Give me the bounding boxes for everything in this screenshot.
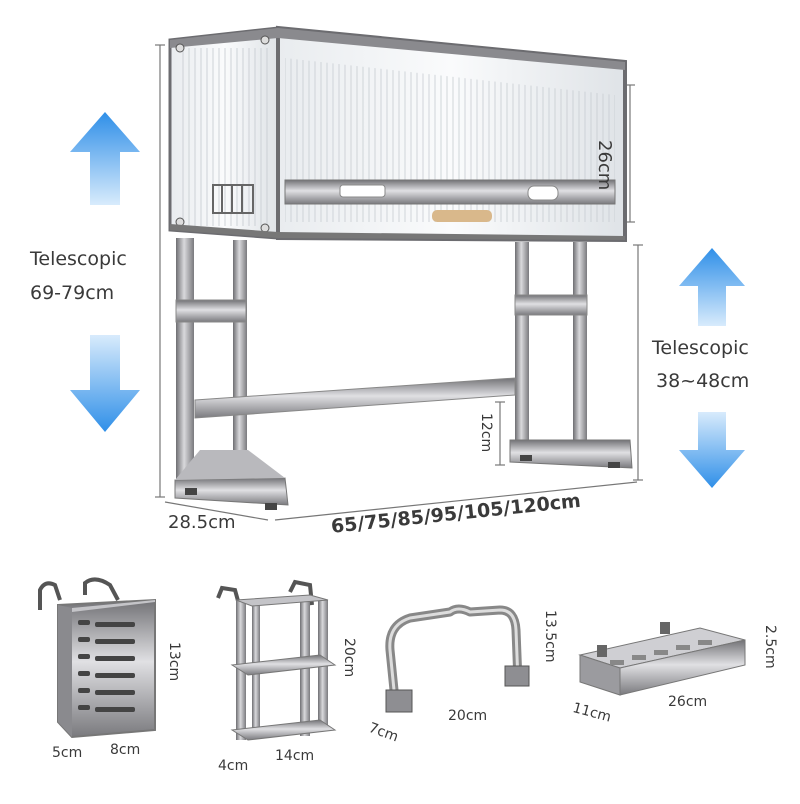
utensil-depth-label: 5cm	[52, 745, 83, 761]
depth-label: 28.5cm	[168, 512, 236, 533]
utensil-height-label: 13cm	[166, 642, 182, 682]
hook-width-label: 20cm	[448, 708, 488, 724]
leg-frame	[174, 238, 633, 510]
wall-rack-illustration	[216, 579, 337, 741]
utensil-width-label: 8cm	[110, 742, 141, 758]
right-telescopic-range: 38~48cm	[656, 370, 750, 392]
top-height-label: 26cm	[594, 140, 615, 191]
rack-height-label: 20cm	[341, 638, 357, 678]
tray-width-label: 26cm	[668, 694, 708, 710]
left-up-arrow-icon	[70, 112, 140, 205]
right-up-arrow-icon	[679, 248, 745, 326]
towel-hook-illustration	[385, 604, 530, 713]
gap-height-label: 12cm	[478, 413, 494, 453]
left-telescopic-range: 69-79cm	[30, 282, 115, 304]
rack-depth-label: 4cm	[218, 758, 249, 774]
tray-height-label: 2.5cm	[762, 625, 778, 669]
cabinet	[168, 25, 627, 243]
left-down-arrow-icon	[70, 335, 140, 432]
rack-width-label: 14cm	[275, 748, 315, 764]
hook-height-label: 13.5cm	[542, 610, 558, 663]
utensil-holder-illustration	[38, 577, 156, 739]
soap-tray-illustration	[578, 622, 746, 696]
right-telescopic-title: Telescopic	[652, 337, 749, 359]
right-down-arrow-icon	[679, 412, 745, 488]
left-telescopic-title: Telescopic	[30, 248, 127, 270]
